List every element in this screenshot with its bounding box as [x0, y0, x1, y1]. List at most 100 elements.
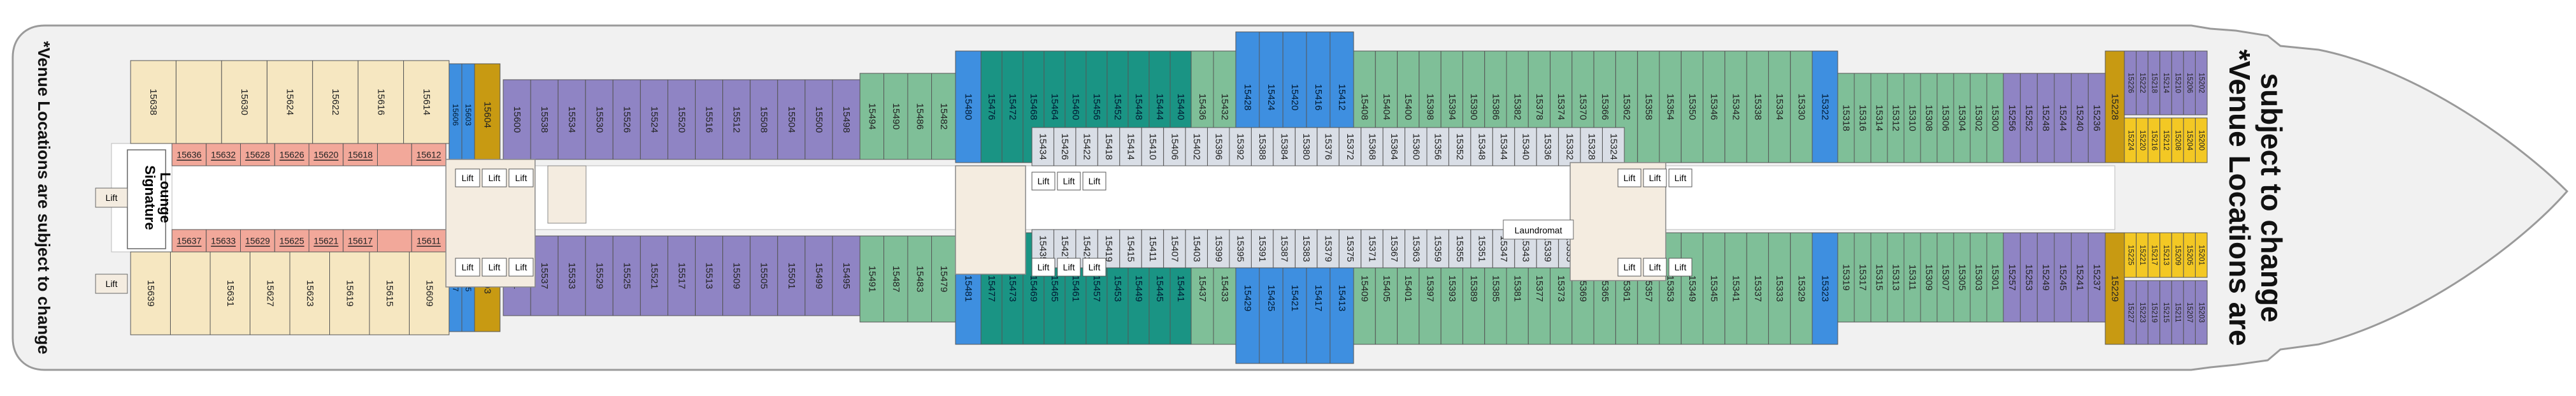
cabin[interactable] — [722, 235, 751, 316]
cabin[interactable] — [1514, 127, 1537, 166]
cabin[interactable] — [1273, 127, 1296, 166]
cabin[interactable] — [1185, 229, 1208, 268]
cabin[interactable] — [557, 79, 586, 160]
cabin[interactable] — [1724, 50, 1747, 163]
cabin[interactable] — [1854, 232, 1871, 323]
cabin[interactable] — [206, 229, 241, 253]
cabin[interactable] — [1470, 229, 1493, 268]
cabin[interactable] — [884, 235, 908, 323]
cabin[interactable] — [308, 229, 344, 253]
cabin[interactable] — [2194, 50, 2208, 115]
cabin[interactable] — [250, 251, 290, 335]
cabin[interactable] — [411, 229, 447, 253]
cabin[interactable] — [2071, 232, 2089, 323]
cabin[interactable] — [1659, 50, 1682, 163]
cabin[interactable] — [2003, 73, 2021, 163]
cabin[interactable] — [2020, 73, 2038, 163]
cabin[interactable] — [1361, 127, 1384, 166]
cabin[interactable] — [2054, 73, 2072, 163]
cabin[interactable] — [2194, 280, 2208, 345]
cabin[interactable] — [585, 79, 613, 160]
cabin[interactable] — [640, 235, 668, 316]
cabin[interactable] — [2087, 232, 2106, 323]
cabin[interactable] — [1887, 232, 1905, 323]
cabin[interactable] — [289, 251, 330, 335]
cabin[interactable] — [1920, 73, 1938, 163]
cabin[interactable] — [2036, 73, 2055, 163]
cabin[interactable] — [1448, 127, 1471, 166]
cabin[interactable] — [1207, 127, 1230, 166]
cabin[interactable] — [1338, 127, 1362, 166]
cabin[interactable] — [1986, 73, 2004, 163]
cabin[interactable] — [1207, 229, 1230, 268]
cabin[interactable] — [1001, 50, 1024, 163]
cabin[interactable] — [274, 229, 310, 253]
cabin[interactable] — [1887, 73, 1905, 163]
cabin[interactable] — [640, 79, 668, 160]
cabin[interactable] — [750, 79, 778, 160]
cabin[interactable] — [1854, 73, 1871, 163]
cabin[interactable] — [369, 251, 410, 335]
cabin[interactable] — [1053, 127, 1077, 166]
cabin[interactable] — [750, 235, 778, 316]
cabin[interactable] — [377, 143, 412, 166]
cabin[interactable] — [221, 60, 268, 144]
cabin[interactable] — [2020, 232, 2038, 323]
cabin[interactable] — [357, 60, 404, 144]
cabin[interactable] — [1920, 232, 1938, 323]
signature-lounge[interactable]: Signature Lounge — [127, 149, 173, 249]
cabin[interactable] — [1703, 50, 1726, 163]
cabin[interactable] — [171, 143, 207, 166]
cabin[interactable] — [1724, 232, 1747, 345]
cabin[interactable] — [1986, 232, 2004, 323]
cabin[interactable] — [1580, 127, 1603, 166]
cabin[interactable] — [955, 50, 982, 163]
cabin[interactable] — [130, 60, 176, 144]
cabin[interactable] — [1492, 127, 1515, 166]
cabin[interactable] — [1317, 229, 1340, 268]
cabin[interactable] — [1294, 229, 1318, 268]
cabin[interactable] — [210, 251, 250, 335]
cabin[interactable] — [859, 73, 884, 160]
cabin[interactable] — [206, 143, 241, 166]
cabin[interactable] — [832, 235, 861, 316]
cabin[interactable] — [1703, 232, 1726, 345]
cabin[interactable] — [612, 235, 641, 316]
cabin[interactable] — [1637, 50, 1660, 163]
cabin[interactable] — [1273, 229, 1296, 268]
cabin[interactable] — [1903, 73, 1921, 163]
cabin[interactable] — [1405, 127, 1428, 166]
cabin[interactable] — [1680, 50, 1704, 163]
cabin[interactable] — [2087, 73, 2106, 163]
cabin[interactable] — [931, 235, 956, 323]
cabin[interactable] — [832, 79, 861, 160]
cabin[interactable] — [1812, 50, 1838, 163]
cabin[interactable] — [695, 235, 724, 316]
cabin[interactable] — [2194, 117, 2208, 163]
cabin[interactable] — [1837, 73, 1855, 163]
cabin[interactable] — [411, 143, 447, 166]
cabin[interactable] — [1790, 232, 1813, 345]
cabin[interactable] — [308, 143, 344, 166]
laundromat[interactable]: Laundromat — [1503, 219, 1574, 240]
cabin[interactable] — [2105, 50, 2125, 163]
cabin[interactable] — [1250, 229, 1274, 268]
cabin[interactable] — [695, 79, 724, 160]
cabin[interactable] — [2194, 232, 2208, 278]
cabin[interactable] — [377, 229, 412, 253]
cabin[interactable] — [667, 235, 696, 316]
cabin[interactable] — [805, 235, 833, 316]
cabin[interactable] — [557, 235, 586, 316]
cabin[interactable] — [1426, 229, 1449, 268]
cabin[interactable] — [1163, 229, 1186, 268]
cabin[interactable] — [1536, 127, 1559, 166]
cabin[interactable] — [2105, 232, 2125, 345]
cabin[interactable] — [1075, 127, 1098, 166]
cabin[interactable] — [409, 251, 450, 335]
cabin[interactable] — [170, 251, 211, 335]
cabin[interactable] — [1361, 229, 1384, 268]
cabin[interactable] — [1405, 229, 1428, 268]
cabin[interactable] — [130, 251, 171, 335]
cabin[interactable] — [1936, 232, 1954, 323]
cabin[interactable] — [1470, 127, 1493, 166]
